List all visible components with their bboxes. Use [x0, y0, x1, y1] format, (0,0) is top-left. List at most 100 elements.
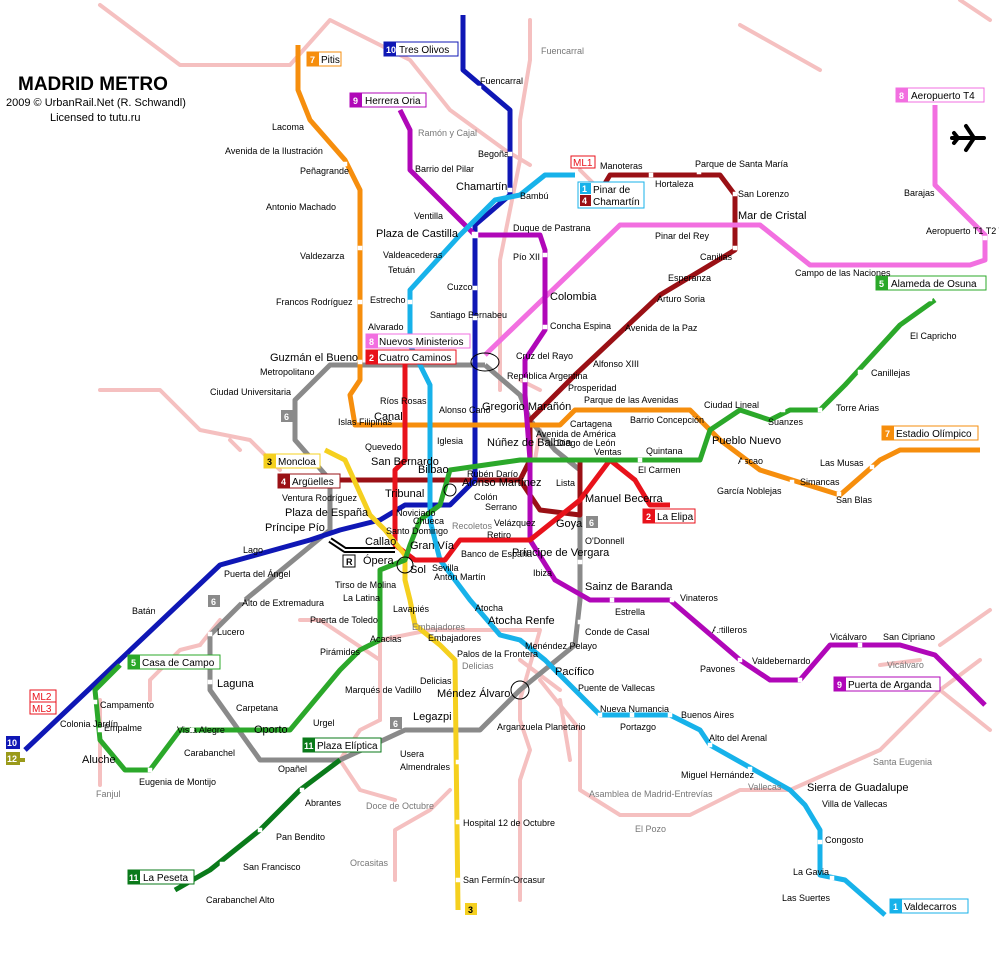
svg-text:R: R — [346, 557, 353, 567]
station-label: Barrio del Pilar — [415, 164, 474, 174]
svg-text:La Peseta: La Peseta — [143, 873, 188, 884]
station-label: República Argentina — [507, 371, 588, 381]
terminal-badge-moncloa: 3 Moncloa — [263, 453, 321, 469]
svg-text:6: 6 — [284, 412, 289, 422]
station-label: Carabanchel — [184, 748, 235, 758]
svg-text:ML3: ML3 — [32, 704, 52, 715]
station-label: El Capricho — [910, 331, 957, 341]
station-label: Menéndez Pelayo — [525, 641, 597, 651]
station-label: Artilleros — [712, 625, 748, 635]
svg-text:11: 11 — [129, 873, 139, 883]
terminal-badge-plaza-eliptica: 11 Plaza Elíptica — [302, 737, 382, 753]
station-label: Portazgo — [620, 722, 656, 732]
station-label: Congosto — [825, 835, 864, 845]
station-label: Tribunal — [385, 488, 424, 500]
interchange-markers — [396, 352, 530, 700]
station-label: Avenida de América — [536, 429, 616, 439]
station-label: Núñez de Balboa — [487, 437, 572, 449]
terminal-badge-cuatro-caminos: 2 Cuatro Caminos — [365, 349, 457, 365]
station-label: Parque de Santa María — [695, 159, 788, 169]
station-label: Campo de las Naciones — [795, 268, 891, 278]
small-badge-6b: 6 — [208, 595, 220, 607]
station-label: Lavapiés — [393, 604, 430, 614]
svg-text:Nuevos Ministerios: Nuevos Ministerios — [379, 337, 463, 348]
station-label: Ventas — [594, 447, 622, 457]
station-label: Acacias — [370, 634, 402, 644]
station-label: Embajadores — [412, 622, 466, 632]
station-label: Banco de España — [461, 549, 532, 559]
svg-text:8: 8 — [369, 337, 374, 347]
station-label: Serrano — [485, 502, 517, 512]
station-label: Alonso Cano — [439, 405, 491, 415]
light-rail-lines — [98, 0, 992, 902]
station-label: Lacoma — [272, 122, 304, 132]
station-label: Chamartín — [456, 181, 507, 193]
small-badge-6c: 6 — [586, 516, 598, 528]
terminal-badge-arguelles: 4 Argüelles — [277, 473, 341, 489]
station-label: Arturo Soria — [657, 294, 705, 304]
credit-line-2: Licensed to tutu.ru — [50, 112, 141, 124]
svg-text:Pitis: Pitis — [321, 55, 340, 66]
svg-text:7: 7 — [310, 55, 315, 65]
station-label: Fuencarral — [541, 46, 584, 56]
station-label: Empalme — [104, 723, 142, 733]
svg-text:4: 4 — [582, 196, 587, 206]
svg-text:Herrera Oria: Herrera Oria — [365, 96, 421, 107]
station-label: Ramón y Cajal — [418, 128, 477, 138]
station-label: Vallecas — [748, 782, 782, 792]
station-label: Eugenia de Montijo — [139, 777, 216, 787]
svg-text:5: 5 — [131, 658, 136, 668]
airplane-icon — [950, 124, 986, 152]
station-label: Aluche — [82, 754, 116, 766]
station-label: García Noblejas — [717, 486, 782, 496]
line-7-path — [295, 45, 980, 498]
line-10-path — [23, 15, 513, 752]
station-label: Campamento — [100, 700, 154, 710]
line-r-inner — [329, 539, 395, 551]
station-label: Bilbao — [418, 464, 449, 476]
station-label: Cruz del Rayo — [516, 351, 573, 361]
small-badge-12: 12 — [6, 752, 20, 765]
station-label: San Bernardo — [371, 456, 439, 468]
station-label: Doce de Octubre — [366, 801, 434, 811]
station-label: Sainz de Baranda — [585, 581, 673, 593]
station-label: La Latina — [343, 593, 380, 603]
small-badge-r: R — [342, 554, 356, 568]
station-label: Prosperidad — [568, 383, 617, 393]
station-label: Villa de Vallecas — [822, 799, 888, 809]
station-label: Oporto — [254, 724, 288, 736]
station-label: Delicias — [420, 676, 452, 686]
station-label: Alto del Arenal — [709, 733, 767, 743]
station-label: Almendrales — [400, 762, 451, 772]
station-label: Avenida de la Ilustración — [225, 146, 323, 156]
station-label: Abrantes — [305, 798, 342, 808]
svg-text:Tres Olivos: Tres Olivos — [399, 45, 449, 56]
station-label: El Pozo — [635, 824, 666, 834]
line-9-path — [397, 108, 987, 707]
station-label: Orcasitas — [350, 858, 389, 868]
terminal-badge-pinar-de-chamartin: 1 4 Pinar de Chamartín — [577, 181, 645, 209]
svg-text:6: 6 — [589, 518, 594, 528]
svg-text:8: 8 — [899, 91, 904, 101]
station-label: Manoteras — [600, 161, 643, 171]
station-label: Méndez Álvaro — [437, 687, 510, 700]
station-label: Puente de Vallecas — [578, 683, 655, 693]
svg-text:ML2: ML2 — [32, 692, 52, 703]
svg-text:La Elipa: La Elipa — [657, 512, 694, 523]
station-label: Metropolitano — [260, 367, 315, 377]
svg-text:12: 12 — [7, 754, 17, 764]
line-2-path — [392, 360, 670, 563]
svg-text:9: 9 — [353, 96, 358, 106]
station-label: Suanzes — [768, 417, 804, 427]
station-label: Pirámides — [320, 647, 361, 657]
svg-text:2: 2 — [369, 353, 374, 363]
station-label: Marqués de Vadillo — [345, 685, 421, 695]
station-label: Pacífico — [555, 666, 594, 678]
credit-line-1: 2009 © UrbanRail.Net (R. Schwandl) — [6, 97, 186, 109]
line-5-path — [92, 297, 937, 773]
terminal-badge-la-peseta: 11 La Peseta — [127, 869, 195, 885]
station-label: Palos de la Frontera — [457, 649, 538, 659]
station-label: Islas Filipinas — [338, 417, 393, 427]
station-label: Santa Eugenia — [873, 757, 932, 767]
terminal-badge-herrera-oria: 9 Herrera Oria — [349, 92, 427, 108]
